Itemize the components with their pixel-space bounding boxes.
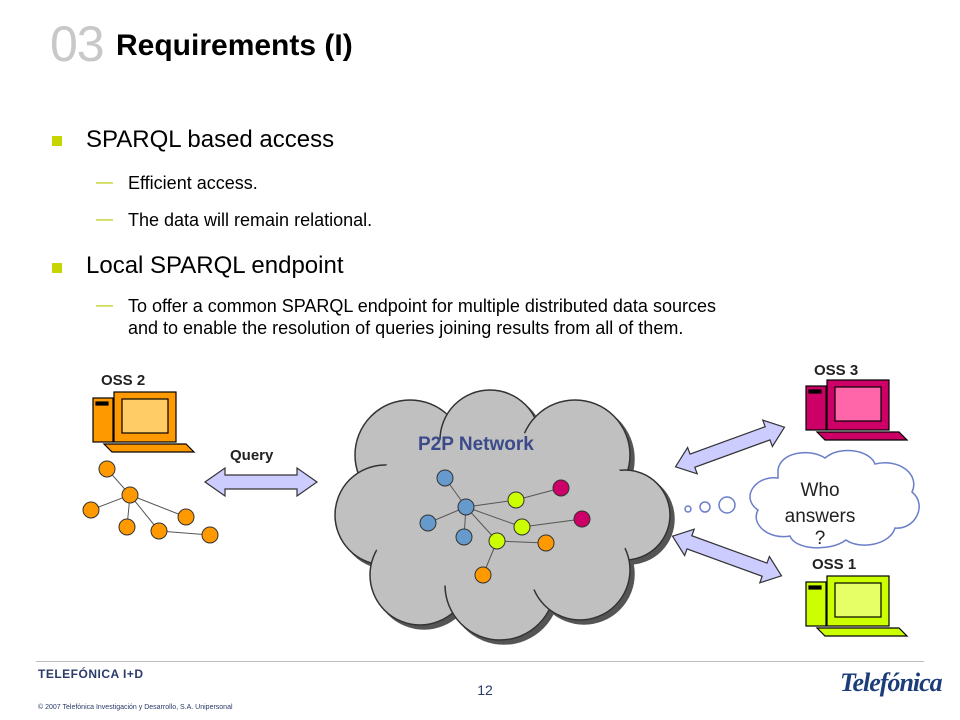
oss1-computer-icon [805, 575, 909, 637]
slide-title: Requirements (I) [116, 29, 353, 62]
node [537, 534, 555, 552]
node [82, 501, 100, 519]
oss2-computer-icon [92, 391, 196, 453]
cloud-network-nodes [419, 469, 591, 584]
page-number: 12 [477, 682, 493, 698]
footer-copyright: © 2007 Telefónica Investigación y Desarr… [38, 704, 233, 711]
node [201, 526, 219, 544]
oss1-arrow [671, 528, 783, 584]
bullet-2-text: Local SPARQL endpoint [86, 252, 344, 279]
node [457, 498, 475, 516]
oss2-tree-nodes [82, 460, 219, 544]
node [507, 491, 525, 509]
dash-marker: — [96, 172, 113, 191]
sub-bullet-2-1-line1: To offer a common SPARQL endpoint for mu… [128, 296, 716, 316]
thought-line-2: answers [784, 506, 856, 527]
node [552, 479, 570, 497]
dash-marker: — [96, 209, 113, 228]
sub-bullet-2-1: To offer a common SPARQL endpoint for mu… [128, 295, 928, 339]
section-number: 03 [50, 16, 105, 72]
telefonica-logo: Telefónica [840, 668, 943, 697]
thought-bubble-text: Who answers ? [762, 478, 878, 548]
cloud-label: P2P Network [418, 434, 534, 455]
node [513, 518, 531, 536]
query-label: Query [230, 447, 274, 464]
cloud-shape [334, 389, 671, 641]
oss3-arrow [674, 419, 786, 475]
node [488, 532, 506, 550]
node [98, 460, 116, 478]
node [118, 518, 136, 536]
node [573, 510, 591, 528]
thought-bubble [684, 449, 920, 549]
node [455, 528, 473, 546]
node [474, 566, 492, 584]
query-arrow [203, 466, 319, 498]
oss2-tree-edges [90, 468, 211, 536]
footer-divider [36, 661, 924, 662]
node [419, 514, 437, 532]
node [121, 486, 139, 504]
oss1-label: OSS 1 [812, 556, 857, 573]
bullet-1-text: SPARQL based access [86, 126, 335, 153]
node [436, 469, 454, 487]
thought-line-3: ? [814, 528, 826, 549]
thought-line-1: Who [800, 480, 840, 501]
oss2-label: OSS 2 [101, 372, 146, 389]
bullet-marker [52, 263, 62, 273]
oss3-computer-icon [805, 379, 909, 441]
oss3-label: OSS 3 [814, 362, 859, 379]
sub-bullet-1-1: Efficient access. [128, 173, 258, 193]
sub-bullet-2-1-line2: and to enable the resolution of queries … [128, 318, 684, 338]
sub-bullet-1-2: The data will remain relational. [128, 210, 373, 230]
node [177, 508, 195, 526]
node [150, 522, 168, 540]
bullet-marker [52, 136, 62, 146]
dash-marker: — [96, 295, 113, 314]
footer-brand: TELEFÓNICA I+D [38, 667, 144, 681]
